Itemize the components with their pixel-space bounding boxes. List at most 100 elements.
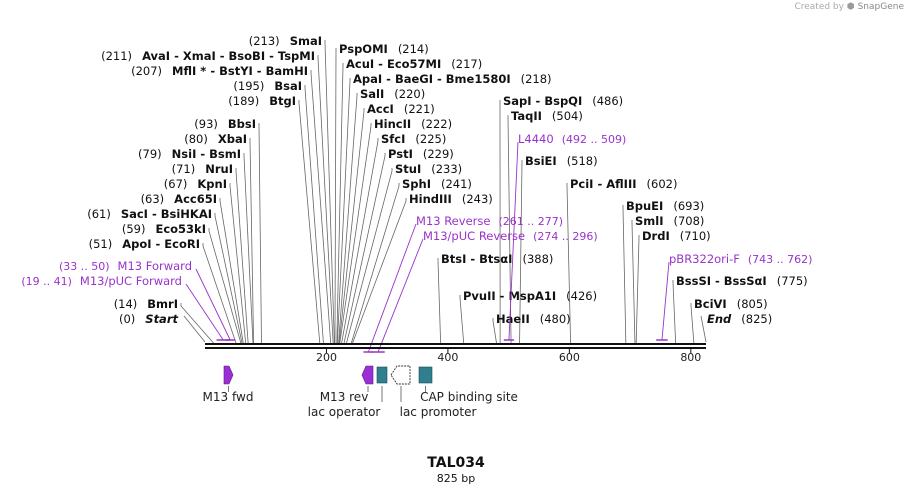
site-position: (426) xyxy=(566,289,597,303)
site-position: (79) xyxy=(138,147,162,161)
site-leader-line xyxy=(183,315,206,343)
site-name: StuI xyxy=(395,162,421,176)
primer-label: L4440(492 .. 509) xyxy=(518,132,626,146)
site-label: PspOMI(214) xyxy=(339,42,429,56)
primer-name: M13/pUC Reverse xyxy=(423,229,525,243)
site-name: ApaI - BaeGI - Bme1580I xyxy=(353,72,511,86)
site-leader-line xyxy=(437,258,442,344)
site-leader-line xyxy=(343,153,386,344)
ruler-tick-label: 800 xyxy=(680,351,701,364)
site-leader-line xyxy=(180,303,214,344)
site-position: (602) xyxy=(647,177,678,191)
site-leader-line xyxy=(338,108,365,344)
site-position: (243) xyxy=(462,192,493,206)
site-position: (93) xyxy=(194,117,218,131)
site-leader-line xyxy=(507,115,512,344)
site-leader-line xyxy=(631,220,636,344)
site-position: (189) xyxy=(228,94,259,108)
site-position: (504) xyxy=(552,109,583,123)
site-leader-line xyxy=(635,235,640,344)
site-leader-line xyxy=(336,63,344,344)
site-name: SfcI xyxy=(381,132,405,146)
primer-leader-line xyxy=(185,283,224,341)
primer-leader-line xyxy=(661,261,670,341)
site-label: (63)Acc65I xyxy=(141,192,217,206)
primer-name: M13 Reverse xyxy=(416,214,490,228)
site-labels: (0)Start(14)BmrI(51)ApoI - EcoRI(61)SacI… xyxy=(87,34,807,326)
sequence-backbone xyxy=(205,343,706,349)
site-name: MflI * - BstYI - BamHI xyxy=(172,64,308,78)
site-name: BmrI xyxy=(147,297,178,311)
site-label: (71)NruI xyxy=(172,162,233,176)
site-leader-line xyxy=(304,85,324,344)
site-leader-line xyxy=(235,168,249,344)
site-leader-line xyxy=(519,160,523,344)
site-name: XbaI xyxy=(218,132,247,146)
credit-brand: SnapGene xyxy=(857,2,904,12)
site-leader-line xyxy=(566,183,571,344)
site-name: DrdI xyxy=(642,229,670,243)
site-name: TaqII xyxy=(511,109,542,123)
snapgene-credit: Created by ⬢ SnapGene xyxy=(794,2,904,12)
site-label: BpuEI(693) xyxy=(626,199,704,213)
site-position: (220) xyxy=(394,87,425,101)
site-label: (211)AvaI - XmaI - BsoBI - TspMI xyxy=(101,49,315,63)
site-label: (80)XbaI xyxy=(184,132,247,146)
site-label: HindIII(243) xyxy=(409,192,493,206)
site-name: BsiEI xyxy=(525,154,557,168)
site-position: (229) xyxy=(423,147,454,161)
site-name: KpnI xyxy=(197,177,227,191)
site-name: SphI xyxy=(402,177,431,191)
site-leader-line xyxy=(350,183,400,344)
site-label: AccI(221) xyxy=(367,102,435,116)
site-label: StuI(233) xyxy=(395,162,462,176)
site-position: (775) xyxy=(777,274,808,288)
site-position: (214) xyxy=(398,42,429,56)
m13-fwd-feature xyxy=(223,365,234,385)
site-label: (14)BmrI xyxy=(114,297,178,311)
site-leader-line xyxy=(208,228,242,344)
primer-name: M13/pUC Forward xyxy=(80,274,182,288)
site-leader-line xyxy=(700,315,707,343)
primer-range: (33 .. 50) xyxy=(59,260,110,273)
site-label: (51)ApoI - EcoRI xyxy=(89,237,200,251)
site-leader-line xyxy=(249,138,254,344)
site-position: (480) xyxy=(540,312,571,326)
site-name: HincII xyxy=(374,117,411,131)
site-position: (67) xyxy=(164,177,188,191)
site-label: (59)Eco53kI xyxy=(122,222,206,236)
site-position: (221) xyxy=(404,102,435,116)
site-position: (388) xyxy=(522,252,553,266)
site-leader-line xyxy=(219,198,244,344)
ruler-tick-label: 400 xyxy=(437,351,458,364)
site-label: DrdI(710) xyxy=(642,229,711,243)
site-label: (79)NsiI - BsmI xyxy=(138,147,241,161)
primer-annotations: (33 .. 50)M13 Forward(19 .. 41)M13/pUC F… xyxy=(21,132,812,353)
site-name: AvaI - XmaI - BsoBI - TspMI xyxy=(142,49,315,63)
site-name: SalI xyxy=(360,87,384,101)
site-label: SphI(241) xyxy=(402,177,472,191)
plasmid-length: 825 bp xyxy=(436,472,476,485)
site-leader-line xyxy=(336,78,351,344)
site-name: BbsI xyxy=(228,117,256,131)
site-label: HincII(222) xyxy=(374,117,452,131)
site-name: Start xyxy=(145,312,178,326)
primer-leader-line xyxy=(508,141,519,341)
feature-label: lac promoter xyxy=(400,405,477,419)
site-leader-line xyxy=(346,168,393,344)
site-label: TaqII (504) xyxy=(511,109,583,123)
site-label: (189)BtgI xyxy=(228,94,296,108)
site-position: (805) xyxy=(737,297,768,311)
feature-label: CAP binding site xyxy=(420,390,518,404)
site-leader-line xyxy=(202,243,237,344)
site-position: (213) xyxy=(249,34,280,48)
site-leader-line xyxy=(243,153,254,344)
site-label: ApaI - BaeGI - Bme1580I(218) xyxy=(353,72,552,86)
site-name: HaeII xyxy=(496,312,530,326)
site-position: (486) xyxy=(592,94,623,108)
site-leader-line xyxy=(338,93,358,344)
site-leader-line xyxy=(339,123,372,344)
site-name: Eco53kI xyxy=(155,222,206,236)
